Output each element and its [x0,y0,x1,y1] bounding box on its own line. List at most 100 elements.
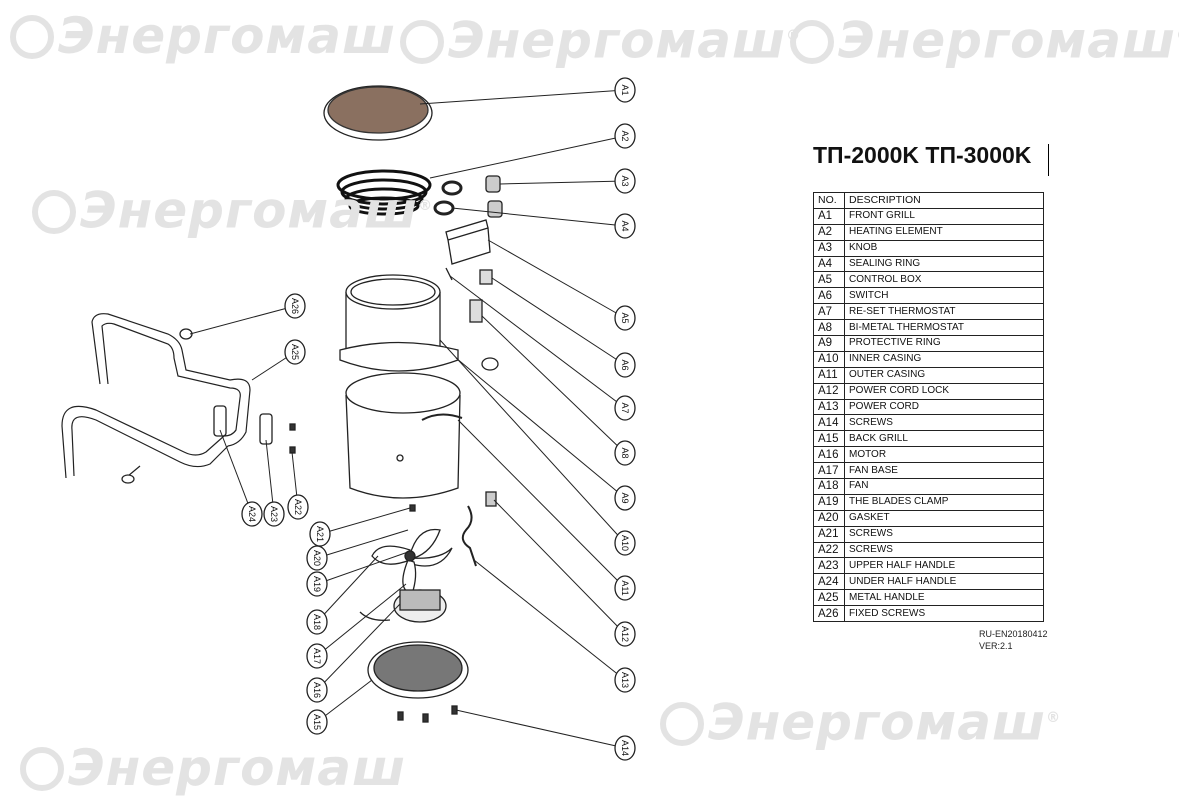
callout-a13: A13 [614,667,636,693]
leader-line [316,529,409,559]
leader-line [316,583,407,657]
model-title: ТП-2000K ТП-3000K [813,142,1032,168]
callout-a23: A23 [263,501,285,527]
callout-circle [614,168,636,194]
knob-part [433,175,503,218]
leader-line [219,429,253,515]
callout-label: A20 [312,550,322,566]
callout-a6: A6 [614,352,636,378]
callout-circle [306,709,328,735]
callout-label: A22 [293,499,303,515]
power-cord-lock-small-part [481,357,499,371]
part-number: A23 [813,557,845,575]
callout-a26: A26 [284,293,306,319]
callout-label: A10 [620,535,630,551]
callout-label: A2 [620,130,630,141]
part-description: CONTROL BOX [844,271,1044,289]
callout-label: A6 [620,359,630,370]
part-number: A10 [813,350,845,368]
switch-part [479,269,493,285]
part-description: BACK GRILL [844,430,1044,448]
callout-circle [614,352,636,378]
callout-circle [614,305,636,331]
callout-a25: A25 [284,339,306,365]
callout-circle [614,485,636,511]
callout-a16: A16 [306,677,328,703]
callout-circle [306,571,328,597]
header-description: DESCRIPTION [844,192,1044,209]
part-description: BI-METAL THERMOSTAT [844,319,1044,337]
leader-line [449,275,626,409]
protective-ring-part [339,341,459,372]
callout-circle [614,575,636,601]
part-number: A6 [813,287,845,305]
callout-circle [263,501,285,527]
callout-label: A24 [247,506,257,522]
leader-line [491,277,626,366]
document-footer: RU-EN20180412 VER:2.1 [979,628,1048,652]
callout-a21: A21 [309,521,331,547]
outer-casing-part [345,372,463,499]
callout-a5: A5 [614,305,636,331]
part-description: METAL HANDLE [844,589,1044,607]
leader-line [419,89,626,105]
power-cord-lock-part [485,491,497,507]
callout-label: A14 [620,740,630,756]
leader-line [319,507,411,535]
part-number: A15 [813,430,845,448]
part-description: FAN BASE [844,462,1044,480]
leader-line [316,551,409,585]
callout-a3: A3 [614,168,636,194]
callout-a22: A22 [287,494,309,520]
callout-label: A5 [620,312,630,323]
back-grill-part [367,641,469,699]
reset-thermostat-part [445,267,453,281]
part-description: SEALING RING [844,255,1044,273]
callout-a14: A14 [614,735,636,761]
part-number: A17 [813,462,845,480]
callout-a1: A1 [614,77,636,103]
leader-line [487,239,626,319]
callout-a18: A18 [306,609,328,635]
part-number: A22 [813,541,845,559]
part-description: POWER CORD LOCK [844,382,1044,400]
leader-lines [189,89,626,749]
leader-line [473,559,626,681]
callout-circle [614,395,636,421]
part-number: A25 [813,589,845,607]
callout-a9: A9 [614,485,636,511]
part-description: THE BLADES CLAMP [844,493,1044,511]
callout-circle [614,123,636,149]
callout-a4: A4 [614,213,636,239]
part-number: A5 [813,271,845,289]
callout-circle [614,77,636,103]
callout-label: A25 [290,344,300,360]
part-number: A3 [813,239,845,257]
callout-label: A9 [620,492,630,503]
callout-a7: A7 [614,395,636,421]
part-description: MOTOR [844,446,1044,464]
callout-circle [306,609,328,635]
callout-label: A13 [620,672,630,688]
callout-label: A16 [312,682,322,698]
callout-label: A4 [620,220,630,231]
callout-circle [614,213,636,239]
leader-line [455,357,626,499]
part-number: A12 [813,382,845,400]
callout-a24: A24 [241,501,263,527]
